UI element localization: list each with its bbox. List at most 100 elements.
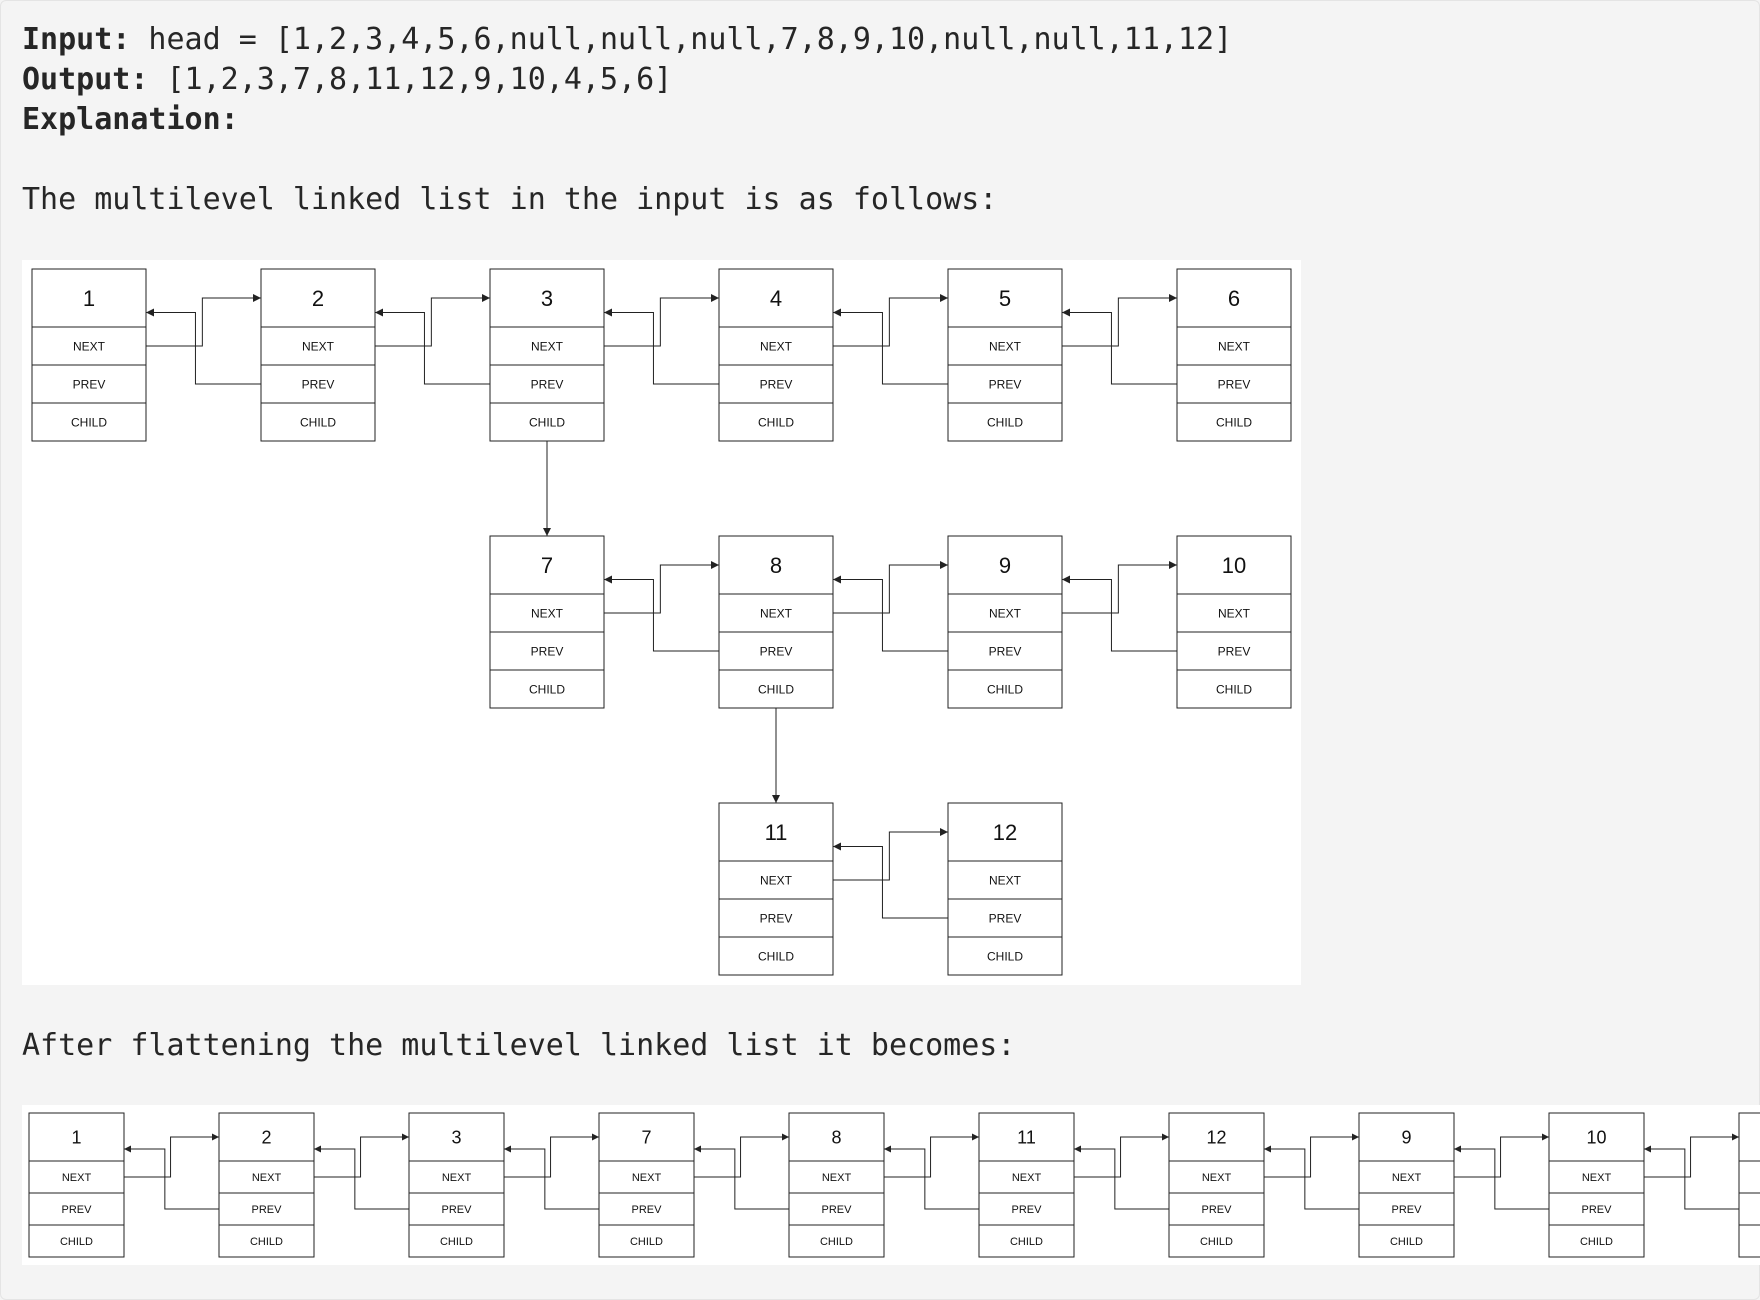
node-value: 10 [1222,553,1246,578]
prev-pointer-arrow [1074,1145,1169,1210]
node-value: 5 [999,286,1011,311]
node-field-next: NEXT [73,339,106,353]
node-field-child: CHILD [1010,1236,1043,1248]
prev-pointer-arrow [604,575,719,652]
node-field-prev: PREV [760,644,793,658]
node-value: 11 [765,820,788,845]
node-value: 7 [541,553,553,578]
prev-pointer-arrow [314,1145,409,1210]
next-pointer-arrow [146,294,261,347]
node-field-prev: PREV [760,911,793,925]
node-field-child: CHILD [300,415,336,429]
node-value: 4 [770,286,782,311]
node-box [788,1112,885,1258]
node-value: 9 [1401,1127,1411,1147]
node-field-child: CHILD [71,415,107,429]
node-box [218,1112,315,1258]
next-pointer-arrow [1062,561,1177,614]
node-field-prev: PREV [822,1204,853,1216]
node-box [947,268,1063,442]
node-value: 1 [71,1127,81,1147]
node-field-next: NEXT [760,339,793,353]
node-field-child: CHILD [1200,1236,1233,1248]
node-box [1548,1112,1645,1258]
next-pointer-arrow [604,561,719,614]
node-value: 9 [999,553,1011,578]
list-node-partial [1738,1112,1760,1258]
node-box [1176,268,1292,442]
next-pointer-arrow [1454,1133,1549,1178]
node-field-prev: PREV [989,377,1022,391]
node-field-child: CHILD [758,682,794,696]
node-field-prev: PREV [989,644,1022,658]
node-field-child: CHILD [987,949,1023,963]
node-box [718,268,834,442]
next-pointer-arrow [314,1133,409,1178]
node-field-child: CHILD [60,1236,93,1248]
node-field-child: CHILD [1216,415,1252,429]
input-description: The multilevel linked list in the input … [22,182,998,217]
node-box [260,268,376,442]
node-field-prev: PREV [252,1204,283,1216]
node-field-next: NEXT [1218,339,1251,353]
next-pointer-arrow [1074,1133,1169,1178]
node-field-prev: PREV [531,644,564,658]
next-pointer-arrow [833,294,948,347]
node-field-next: NEXT [1392,1172,1422,1184]
node-field-next: NEXT [760,873,793,887]
node-box [598,1112,695,1258]
node-field-prev: PREV [1012,1204,1043,1216]
node-field-next: NEXT [442,1172,472,1184]
node-field-prev: PREV [1582,1204,1613,1216]
node-field-next: NEXT [1012,1172,1042,1184]
node-box [947,535,1063,709]
prev-pointer-arrow [604,308,719,385]
node-field-child: CHILD [529,682,565,696]
node-box [718,535,834,709]
next-pointer-arrow [833,828,948,881]
node-field-prev: PREV [632,1204,663,1216]
prev-pointer-arrow [146,308,261,385]
node-box [408,1112,505,1258]
node-field-next: NEXT [989,606,1022,620]
node-field-child: CHILD [630,1236,663,1248]
node-value: 3 [451,1127,461,1147]
prev-pointer-arrow [833,575,948,652]
flattened-description: After flattening the multilevel linked l… [22,1028,1016,1063]
prev-pointer-arrow [694,1145,789,1210]
node-field-prev: PREV [73,377,106,391]
next-pointer-arrow [375,294,490,347]
flattened-list-svg: 1NEXTPREVCHILD2NEXTPREVCHILD3NEXTPREVCHI… [28,1112,1760,1258]
node-field-prev: PREV [1218,644,1251,658]
prev-pointer-arrow [1644,1145,1739,1210]
next-pointer-arrow [694,1133,789,1178]
node-box [978,1112,1075,1258]
node-field-child: CHILD [987,415,1023,429]
node-value: 11 [1017,1127,1036,1147]
node-field-child: CHILD [1580,1236,1613,1248]
node-value: 7 [641,1127,651,1147]
node-field-next: NEXT [989,339,1022,353]
node-value: 8 [770,553,782,578]
node-field-child: CHILD [758,949,794,963]
node-value: 10 [1586,1127,1606,1147]
node-field-child: CHILD [440,1236,473,1248]
node-field-child: CHILD [758,415,794,429]
node-field-prev: PREV [1392,1204,1423,1216]
node-box [947,802,1063,976]
output-value: [1,2,3,7,8,11,12,9,10,4,5,6] [148,62,673,97]
prev-pointer-arrow [1062,575,1177,652]
next-pointer-arrow [1264,1133,1359,1178]
